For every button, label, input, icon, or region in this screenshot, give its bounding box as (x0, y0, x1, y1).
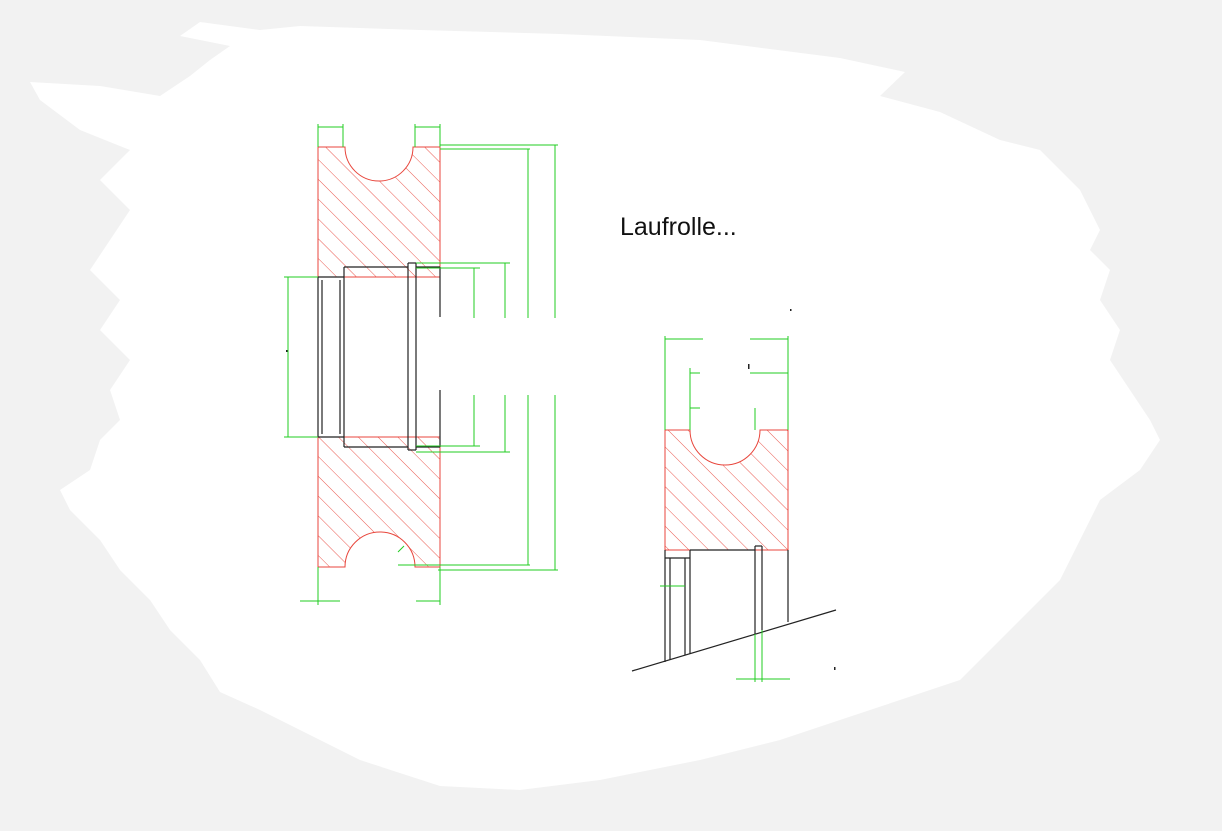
right-roller-section (286, 309, 837, 682)
tick-marks (286, 309, 836, 670)
right-outline (631, 545, 837, 672)
bottom-hatched-outline (317, 436, 441, 568)
paper-brush-shape (30, 22, 1160, 790)
bore-outline (317, 262, 441, 451)
right-hatched-outline (664, 429, 789, 551)
caption-text: Laufrolle... (620, 213, 737, 241)
top-hatched-outline (317, 146, 441, 278)
left-dimension-lines (284, 124, 558, 605)
right-dimension-lines (660, 336, 790, 682)
